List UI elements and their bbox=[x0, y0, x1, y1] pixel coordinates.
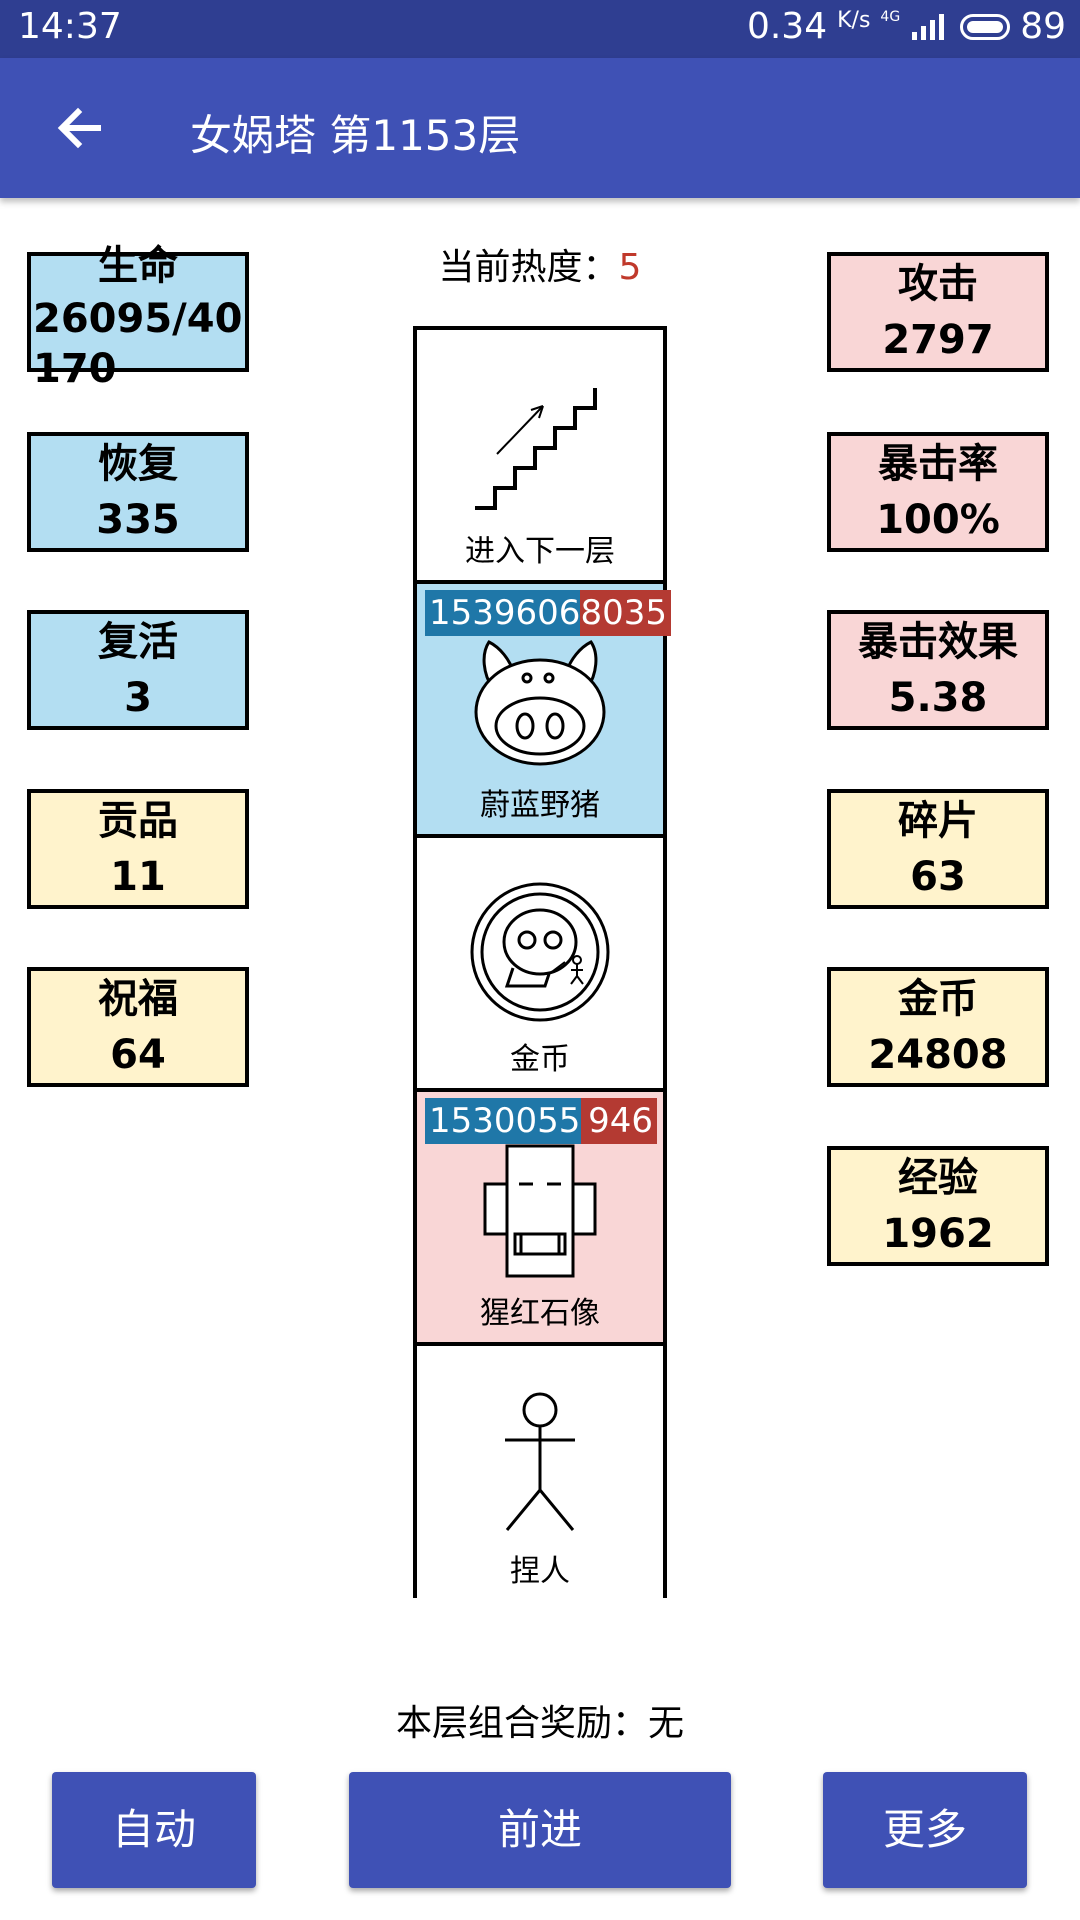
stat-blessing-label: 祝福 bbox=[98, 976, 178, 1022]
stat-regen-label: 恢复 bbox=[98, 441, 178, 487]
tower-cell-coin[interactable]: 金币 bbox=[417, 838, 663, 1092]
heat-indicator: 当前热度：5 bbox=[0, 238, 1080, 290]
network-speed: 0.34 bbox=[746, 6, 828, 47]
tower-cell-label: 金币 bbox=[510, 1042, 570, 1077]
stat-gold-label: 金币 bbox=[898, 976, 978, 1022]
stat-crit-effect: 暴击效果 5.38 bbox=[827, 610, 1049, 730]
stat-tribute: 贡品 11 bbox=[27, 789, 249, 909]
stat-attack-value: 2797 bbox=[882, 317, 994, 363]
stat-gold-value: 24808 bbox=[868, 1032, 1008, 1078]
tower-cell-label: 猩红石像 bbox=[480, 1296, 600, 1331]
stat-gold: 金币 24808 bbox=[827, 967, 1049, 1087]
stat-attack-label: 攻击 bbox=[898, 261, 978, 307]
status-indicators: 0.34 K/s 4G 89 bbox=[747, 6, 1066, 47]
stat-blessing: 祝福 64 bbox=[27, 967, 249, 1087]
stat-regen-value: 335 bbox=[96, 497, 180, 543]
stat-crit-effect-label: 暴击效果 bbox=[858, 619, 1018, 665]
more-button[interactable]: 更多 bbox=[823, 1772, 1027, 1888]
enemy-hp-bar: 1539606 8035 bbox=[425, 590, 671, 636]
tower-cell-boar[interactable]: 1539606 8035 蔚蓝野猪 bbox=[417, 584, 671, 838]
signal-icon bbox=[912, 13, 945, 40]
stat-revive-label: 复活 bbox=[98, 619, 178, 665]
battery-level: 89 bbox=[1020, 6, 1066, 47]
enemy-hp-value: 1539606 bbox=[425, 590, 581, 636]
stat-fragments: 碎片 63 bbox=[827, 789, 1049, 909]
stat-life: 生命 26095/40170 bbox=[27, 243, 249, 392]
app-bar: 女娲塔 第1153层 bbox=[0, 58, 1080, 198]
stat-life-label: 生命 bbox=[98, 243, 178, 289]
floor-combo-bonus: 本层组合奖励：无 bbox=[395, 1703, 684, 1744]
statue-icon bbox=[483, 1144, 597, 1278]
heat-label: 当前热度： bbox=[438, 247, 619, 288]
battery-icon bbox=[960, 13, 1011, 40]
stat-crit-rate-label: 暴击率 bbox=[878, 441, 998, 487]
tower-cell-statue[interactable]: 1530055 946 猩红石像 bbox=[417, 1092, 663, 1346]
stat-tribute-label: 贡品 bbox=[98, 798, 178, 844]
stat-experience: 经验 1962 bbox=[827, 1146, 1049, 1266]
enemy-attack-value: 946 bbox=[581, 1098, 657, 1144]
stat-revive-value: 3 bbox=[124, 675, 152, 721]
status-time: 14:37 bbox=[18, 6, 122, 47]
stat-crit-rate-value: 100% bbox=[876, 497, 1000, 543]
stat-crit-effect-value: 5.38 bbox=[888, 675, 988, 721]
tower-column: 进入下一层 1539606 8035 蔚蓝野猪 bbox=[413, 326, 671, 1600]
tower-cell-label: 进入下一层 bbox=[465, 534, 615, 569]
stat-blessing-value: 64 bbox=[110, 1032, 166, 1078]
stat-life-value: 26095/40170 bbox=[33, 296, 243, 392]
tower-cell-player[interactable]: 捏人 bbox=[417, 1346, 663, 1600]
stat-regen: 恢复 335 bbox=[27, 432, 249, 552]
enemy-hp-value: 1530055 bbox=[425, 1098, 581, 1144]
enemy-attack-value: 8035 bbox=[580, 590, 671, 636]
boar-icon bbox=[474, 640, 606, 766]
forward-button[interactable]: 前进 bbox=[349, 1772, 731, 1888]
page-title: 女娲塔 第1153层 bbox=[190, 111, 521, 160]
tower-cell-stairs[interactable]: 进入下一层 bbox=[417, 330, 663, 584]
auto-button[interactable]: 自动 bbox=[52, 1772, 256, 1888]
heat-value: 5 bbox=[618, 247, 642, 288]
enemy-hp-bar: 1530055 946 bbox=[425, 1098, 657, 1144]
coin-icon bbox=[470, 882, 610, 1022]
network-speed-unit: K/s bbox=[837, 8, 871, 33]
stat-crit-rate: 暴击率 100% bbox=[827, 432, 1049, 552]
tower-cell-label: 捏人 bbox=[510, 1554, 570, 1589]
stat-experience-value: 1962 bbox=[882, 1211, 994, 1257]
network-type: 4G bbox=[880, 8, 901, 25]
back-arrow-icon[interactable] bbox=[48, 96, 112, 160]
stat-fragments-label: 碎片 bbox=[898, 798, 978, 844]
tower-cell-label: 蔚蓝野猪 bbox=[480, 788, 600, 823]
stat-attack: 攻击 2797 bbox=[827, 252, 1049, 372]
stat-tribute-value: 11 bbox=[110, 854, 166, 900]
stat-experience-label: 经验 bbox=[898, 1155, 978, 1201]
stairs-icon bbox=[475, 388, 597, 510]
status-bar: 14:37 0.34 K/s 4G 89 bbox=[0, 0, 1080, 58]
stat-fragments-value: 63 bbox=[910, 854, 966, 900]
stat-revive: 复活 3 bbox=[27, 610, 249, 730]
stick-figure-icon bbox=[505, 1392, 575, 1531]
